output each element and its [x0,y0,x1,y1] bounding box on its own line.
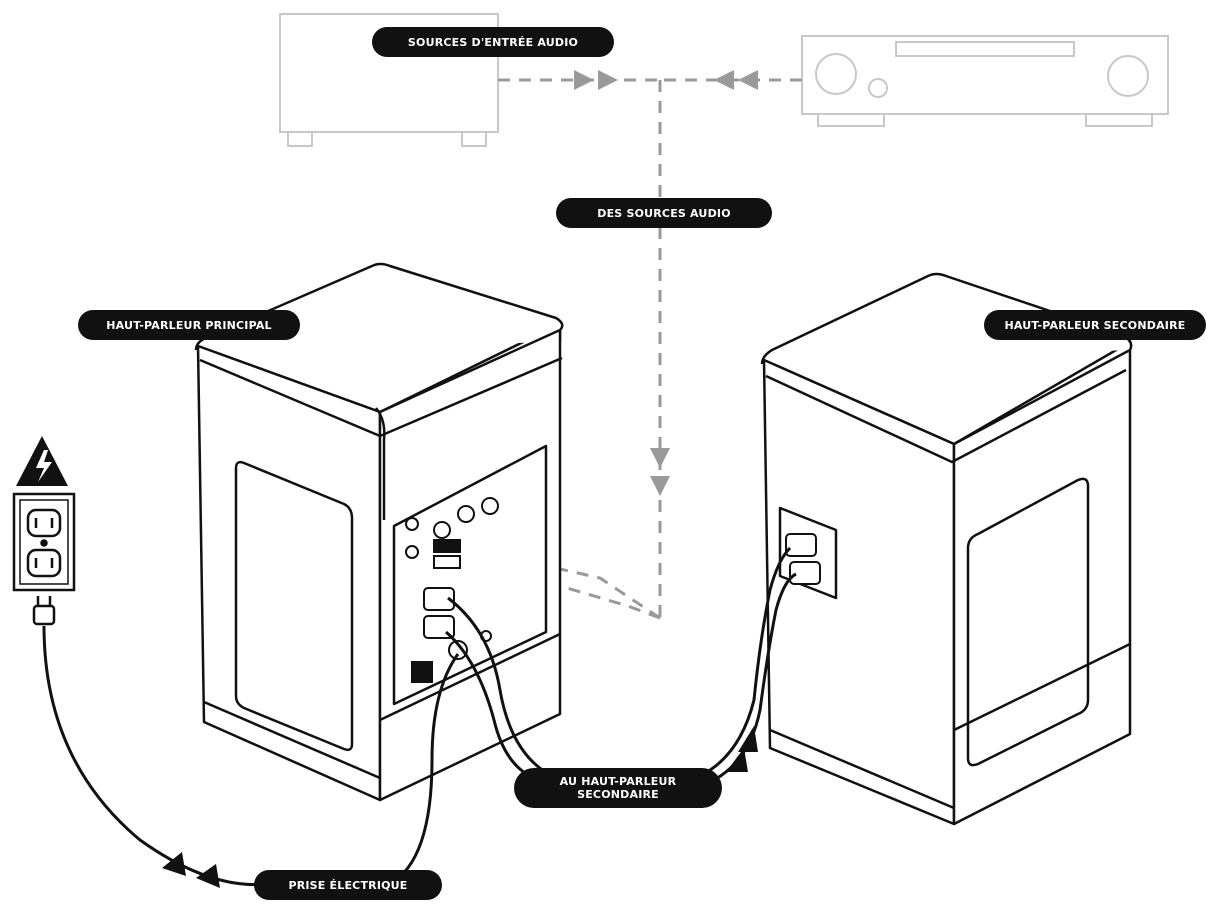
label-to-secondary-speaker: AU HAUT-PARLEUR SECONDAIRE [514,768,722,808]
label-secondary-speaker-text: HAUT-PARLEUR SECONDAIRE [1004,318,1186,332]
cable-arrows [726,726,758,772]
label-power-outlet-text: PRISE ÉLECTRIQUE [288,878,408,892]
label-to-secondary-line2: SECONDAIRE [577,788,659,801]
label-to-secondary-line1: AU HAUT-PARLEUR [559,775,677,788]
power-cord-arrows [162,852,220,888]
power-plug-icon [32,596,56,626]
signal-arrows [574,70,758,496]
label-audio-sources-text: DES SOURCES AUDIO [597,206,731,220]
label-input-sources-text: SOURCES D'ENTRÉE AUDIO [407,35,579,49]
wall-outlet-icon [12,492,76,592]
label-secondary-speaker: HAUT-PARLEUR SECONDAIRE [984,310,1206,340]
label-audio-sources: DES SOURCES AUDIO [556,198,772,228]
high-voltage-warning-icon [16,436,68,486]
label-input-sources: SOURCES D'ENTRÉE AUDIO [372,27,614,57]
secondary-speaker-terminals [785,533,821,585]
label-main-speaker-text: HAUT-PARLEUR PRINCIPAL [106,318,272,332]
audio-source-device-icon [279,13,499,147]
speaker-cable [445,546,797,782]
secondary-speaker-icon [760,272,1133,826]
amplifier-receiver-icon [801,35,1169,127]
label-main-speaker: HAUT-PARLEUR PRINCIPAL [78,310,300,340]
power-cord [42,625,460,887]
label-power-outlet: PRISE ÉLECTRIQUE [254,870,442,900]
